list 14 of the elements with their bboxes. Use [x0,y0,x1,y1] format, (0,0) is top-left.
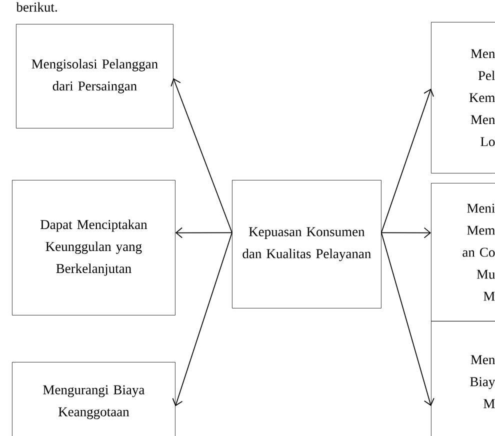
arrow [380,232,434,406]
arrow [170,78,232,234]
arrow [380,88,434,234]
concept-box: Mengurangi Biaya Keanggotaan [12,362,176,436]
central-box: Kepuasan Konsumen dan Kualitas Pelayanan [232,180,382,308]
cut-box: Men Biay M [431,321,495,436]
cut-box: Meni Mem an Co Mu M [431,183,495,322]
arrow [380,227,431,238]
text-fragment: berikut. [16,2,57,12]
arrow [175,227,232,238]
cut-box: Men Pel Kem Men Lo [431,22,495,174]
arrow [172,232,232,406]
concept-box: Dapat Menciptakan Keunggulan yang Berkelanjutan [12,180,176,316]
concept-box: Mengisolasi Pelanggan dari Persaingan [16,24,174,128]
